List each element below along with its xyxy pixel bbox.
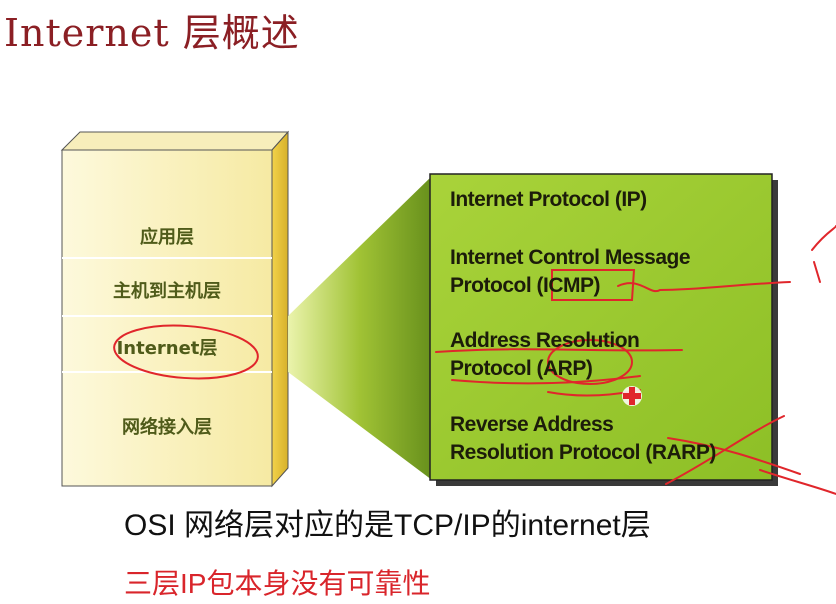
layer-label-application: 应用层: [140, 227, 194, 248]
slide-note: 三层IP包本身没有可靠性: [124, 568, 431, 599]
protocol-rarp: Reverse Address Resolution Protocol (RAR…: [450, 411, 716, 467]
protocol-icmp-line2: Protocol (ICMP): [450, 274, 601, 297]
annotation-mark-right-2: [813, 261, 821, 283]
stack-front-face: [61, 149, 273, 487]
annotation-strike-rarp-2: [665, 415, 785, 485]
annotation-underline-icmp: [617, 281, 791, 293]
layer-label-internet: Internet层: [116, 338, 218, 359]
annotation-mark-right: [811, 225, 836, 251]
protocol-rarp-line1: Reverse Address: [450, 413, 614, 436]
annotation-box-icmp: [551, 269, 636, 301]
protocol-ip-line1: Internet Protocol (IP): [450, 188, 647, 211]
protocol-icmp: Internet Control Message Protocol (ICMP): [450, 244, 691, 300]
annotation-underline-arp: [451, 375, 641, 385]
slide-title: Internet 层概述: [4, 11, 300, 55]
stack-side-face: [271, 130, 289, 488]
protocol-icmp-line1: Internet Control Message: [450, 246, 691, 269]
slide-caption: OSI 网络层对应的是TCP/IP的internet层: [124, 509, 651, 542]
protocol-ip: Internet Protocol (IP): [450, 186, 647, 214]
cursor-icon: [622, 386, 642, 406]
protocol-box: [429, 173, 773, 481]
annotation-circle-arp: [547, 339, 633, 385]
annotation-strike-rarp-3: [759, 469, 836, 495]
protocol-arp-line2: Protocol (ARP): [450, 357, 593, 380]
protocol-arp: Address Resolution Protocol (ARP): [450, 327, 640, 383]
annotation-strike-rarp: [667, 437, 801, 475]
funnel-connector: [288, 176, 432, 480]
protocol-rarp-line2: Resolution Protocol (RARP): [450, 441, 716, 464]
layer-label-host-to-host: 主机到主机层: [113, 281, 221, 302]
annotation-line-arp: [435, 348, 683, 353]
protocol-arp-line1: Address Resolution: [450, 329, 640, 352]
layer-label-network-access: 网络接入层: [122, 417, 212, 438]
stack-top-face: [60, 131, 290, 151]
annotation-circle-internet-layer: [113, 324, 259, 380]
